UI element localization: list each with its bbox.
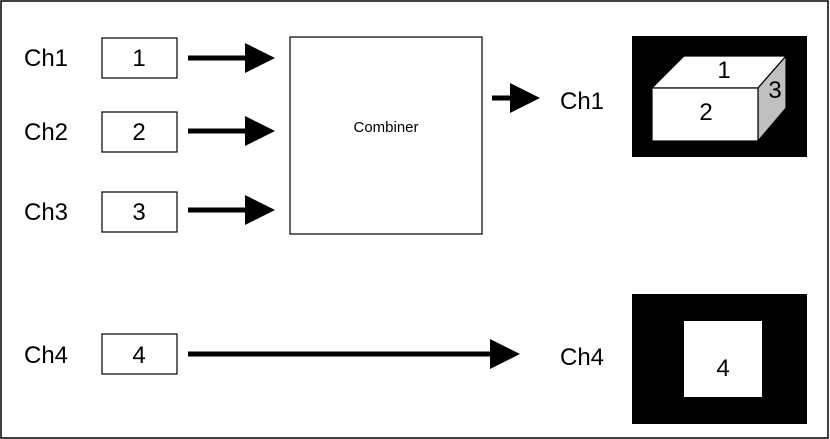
input-ch4-value: 4 xyxy=(132,342,145,369)
output-ch4-square xyxy=(684,321,762,397)
input-ch2-value: 2 xyxy=(132,119,145,146)
input-ch3-box xyxy=(101,191,178,233)
input-ch4-box xyxy=(101,333,178,375)
cube-side-label: 3 xyxy=(768,77,781,104)
input-ch2-box xyxy=(101,111,178,153)
input-ch1-value: 1 xyxy=(132,45,145,72)
input-ch4-label: Ch4 xyxy=(24,342,68,369)
cube-top-label: 1 xyxy=(717,57,730,84)
output-ch1-label: Ch1 xyxy=(560,88,604,115)
input-ch2-label: Ch2 xyxy=(24,119,68,146)
input-ch1-box xyxy=(101,37,178,79)
output-ch4-label: Ch4 xyxy=(560,344,604,371)
combiner-label: Combiner xyxy=(353,119,418,136)
cube-front-label: 2 xyxy=(699,99,712,126)
input-ch1-label: Ch1 xyxy=(24,45,68,72)
combiner-box xyxy=(289,36,483,235)
input-ch3-label: Ch3 xyxy=(24,199,68,226)
cube-front-face xyxy=(651,87,759,142)
input-ch3-value: 3 xyxy=(132,199,145,226)
output-ch4-value: 4 xyxy=(716,355,729,382)
